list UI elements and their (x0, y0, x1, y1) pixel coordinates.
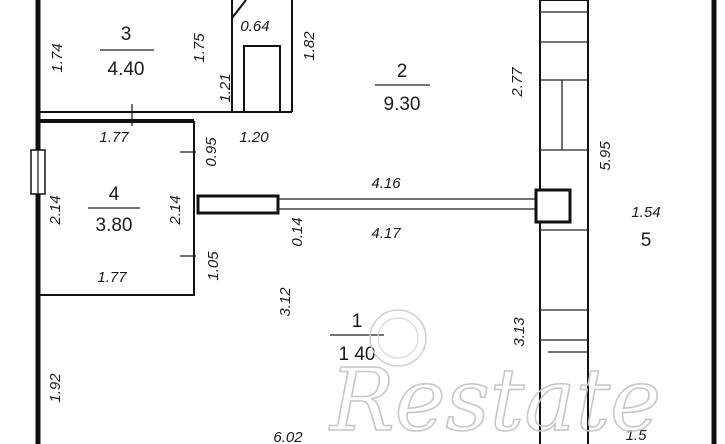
dim-1-20: 1.20 (239, 129, 269, 146)
room-3-number: 3 (121, 24, 132, 45)
dim-2-14-left: 2.14 (47, 195, 64, 225)
dim-2-14-right: 2.14 (167, 195, 184, 225)
dim-1-74: 1.74 (49, 43, 66, 72)
watermark-text: Restate (328, 351, 661, 444)
dim-4-16: 4.16 (371, 175, 401, 192)
dim-1-92: 1.92 (47, 373, 64, 403)
dim-1-77-top: 1.77 (99, 129, 129, 146)
dim-0-95: 0.95 (203, 137, 220, 167)
column (534, 188, 572, 224)
dim-0-64: 0.64 (240, 18, 269, 35)
dimension-labels: 1.74 1.75 0.64 1.82 1.21 1.77 0.95 1.20 … (47, 18, 661, 444)
dim-1-05: 1.05 (205, 251, 222, 281)
room-1-number: 1 (352, 311, 363, 332)
dim-3-13: 3.13 (511, 317, 528, 347)
room-5-number: 5 (641, 230, 652, 251)
dim-1-75: 1.75 (191, 33, 208, 63)
dim-1-21: 1.21 (217, 73, 234, 102)
room-4-area: 3.80 (96, 215, 133, 236)
dim-1-77-bottom: 1.77 (97, 269, 127, 286)
room-2-number: 2 (397, 61, 408, 82)
room-2-area: 9.30 (384, 94, 421, 115)
room-3-area: 4.40 (108, 59, 145, 80)
dim-2-77: 2.77 (509, 67, 526, 98)
dim-3-12: 3.12 (277, 287, 294, 317)
room-1-area: 1 40 (339, 344, 376, 365)
room-4-number: 4 (109, 184, 120, 205)
dim-5-95: 5.95 (597, 141, 614, 171)
room-labels: 3 4.40 2 9.30 4 3.80 5 1 1 40 (88, 24, 651, 365)
dim-0-14: 0.14 (289, 217, 306, 246)
dim-1-82: 1.82 (301, 31, 318, 61)
dim-1-54: 1.54 (631, 204, 660, 221)
dim-6-02: 6.02 (273, 429, 303, 444)
watermark: Restate (327, 309, 662, 444)
dim-partial-bottom: 1.5 (626, 427, 648, 444)
partition-block (196, 194, 280, 215)
walls (30, 0, 717, 444)
dim-4-17: 4.17 (371, 225, 401, 242)
